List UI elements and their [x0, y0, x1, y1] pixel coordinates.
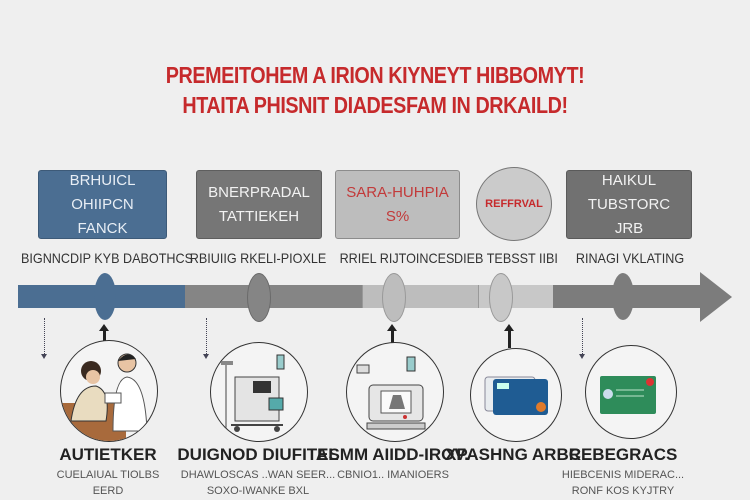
- arrow-up-icon: [504, 324, 514, 348]
- stage-box-2: BNERPRADAL TATTIEKEH: [196, 170, 322, 239]
- stage-box-3: SARA-HUHPIA S%: [335, 170, 460, 239]
- arrow-up-icon: [99, 324, 109, 344]
- doctor-patient-illustration: [60, 340, 158, 442]
- stage-box-3-line-2: S%: [385, 207, 410, 225]
- main-title-line-1: PREMEITOHEM A IRION KIYNEYT HIBBOMYT!: [165, 62, 585, 88]
- credit-card-icon: [484, 376, 548, 415]
- stage-description-5-line-2: RONF KOS KYJTRY: [571, 485, 675, 497]
- medical-equipment-illustration: [210, 342, 308, 442]
- stage-label-2: RBIUIIG RKELI-PIOXLE: [189, 250, 327, 266]
- stage-title-3: ESMM AIIDD-IROV.: [317, 445, 469, 464]
- stage-label-1: BIGNNCDIP KYB DABOTHCS: [21, 250, 194, 266]
- stage-circle-4-label: REFFRVAL: [485, 198, 543, 210]
- insurance-card-illustration: [470, 348, 562, 442]
- stage-box-5-line-2: JRB: [614, 219, 644, 237]
- hospital-device-illustration: [346, 342, 444, 442]
- stage-description-2-line-1: DHAWLOSCAS ..WAN SEER...: [180, 469, 336, 481]
- stage-title-5: REBEGRACS: [568, 445, 678, 464]
- stage-description-1-line-2: EERD: [92, 485, 124, 497]
- timeline-node-5: [612, 273, 634, 320]
- dotted-arrow-down-icon: [41, 318, 47, 359]
- insurance-card-icon: [600, 376, 656, 414]
- timeline-node-3: [382, 273, 406, 322]
- stage-circle-4: REFFRVAL: [476, 167, 552, 241]
- doctor-consultation-icon: [61, 353, 148, 441]
- stage-description-5: HIEBCENIS MIDERAC... RONF KOS KYJTRY: [523, 467, 723, 499]
- timeline-segment-3: [362, 285, 479, 308]
- stage-title-2: DUIGNOD DIUFITAL: [177, 445, 339, 464]
- stage-description-5-line-1: HIEBCENIS MIDERAC...: [561, 469, 685, 481]
- arrow-up-icon: [387, 324, 397, 344]
- timeline-arrowhead-icon: [700, 272, 732, 322]
- timeline-node-1: [94, 273, 116, 320]
- stage-title-1: AUTIETKER: [59, 445, 157, 464]
- stage-box-1-line-1: BRHUICL OHIIPCN: [69, 171, 136, 213]
- stage-title-4: XPASHNG ARBC: [444, 445, 581, 464]
- stage-box-1: BRHUICL OHIIPCN FANCK: [38, 170, 167, 239]
- stage-box-2-line-1: BNERPRADAL: [208, 183, 310, 201]
- timeline-node-2: [247, 273, 271, 322]
- main-title-line-2: HTAITA PHISNIT DIADESFAM IN DRKAILD!: [182, 92, 568, 118]
- stage-description-2-line-2: SOXO-IWANKE BXL: [206, 485, 310, 497]
- stage-description-3-line-1: CBNIO1.. IMANIOERS: [337, 469, 449, 481]
- hospital-device-icon: [356, 356, 426, 430]
- stage-box-5: HAIKUL TUBSTORC JRB: [566, 170, 692, 239]
- stage-label-4: DIEB TEBSST IIBI: [454, 250, 558, 266]
- stage-box-3-line-1: SARA-HUHPIA: [346, 183, 449, 201]
- medical-machine-icon: [221, 354, 285, 432]
- stage-box-5-line-1: HAIKUL TUBSTORC: [587, 171, 671, 213]
- green-card-illustration: [585, 345, 677, 439]
- stage-label-5: RINAGI VKLATING: [575, 250, 685, 266]
- stage-description-1-line-1: CUELAIUAL TIOLBS: [56, 469, 160, 481]
- timeline-node-4: [489, 273, 513, 322]
- dotted-arrow-down-icon: [203, 318, 209, 359]
- stage-description-1: CUELAIUAL TIOLBS EERD: [8, 467, 208, 499]
- stage-box-1-line-2: FANCK: [77, 219, 128, 237]
- stage-label-3: RRIEL RIJTOINCES: [339, 250, 455, 266]
- stage-box-2-line-2: TATTIEKEH: [218, 207, 300, 225]
- dotted-arrow-down-icon: [579, 318, 585, 359]
- timeline-segment-2: [185, 285, 362, 308]
- stage-description-2: DHAWLOSCAS ..WAN SEER... SOXO-IWANKE BXL: [158, 467, 358, 499]
- stage-description-3: CBNIO1.. IMANIOERS: [293, 467, 493, 483]
